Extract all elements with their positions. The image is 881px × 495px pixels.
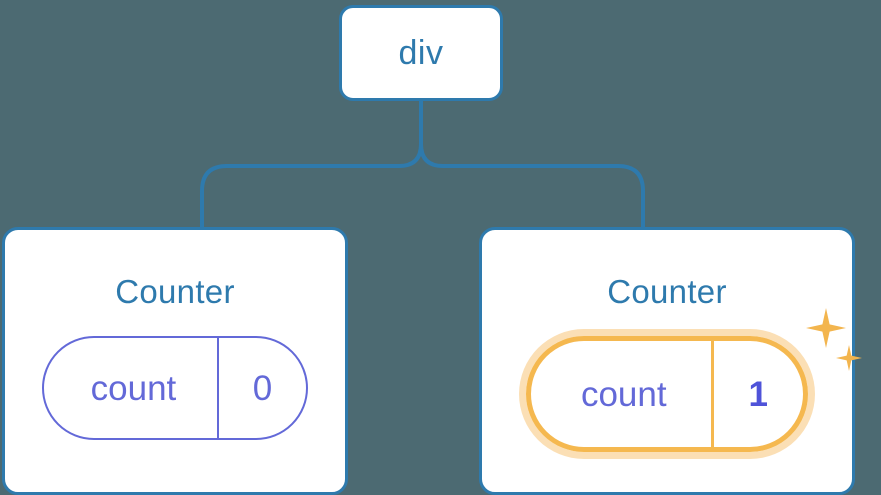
state-value-right: 1 [710,341,803,447]
node-div[interactable]: div [339,5,503,101]
connector-right-branch [419,99,645,230]
sparkle-group [804,308,866,388]
connector-left-branch [200,99,423,230]
node-div-label: div [398,34,444,72]
state-pill-right[interactable]: count 1 [526,336,808,452]
state-pill-wrap-right: count 1 [526,308,862,452]
state-value-left: 0 [216,338,306,438]
state-key-right: count [580,374,667,414]
node-counter-left[interactable]: Counter count 0 [2,227,348,495]
sparkle-star-small-icon [836,345,862,371]
state-pill-left[interactable]: count 0 [42,336,308,440]
state-key-left: count [90,368,177,408]
node-counter-right[interactable]: Counter count 1 [479,227,862,495]
sparkle-star-large-icon [806,308,846,348]
node-counter-left-title: Counter [115,273,235,310]
node-counter-right-title: Counter [607,273,727,310]
state-pill-wrap-left: count 0 [42,336,308,440]
